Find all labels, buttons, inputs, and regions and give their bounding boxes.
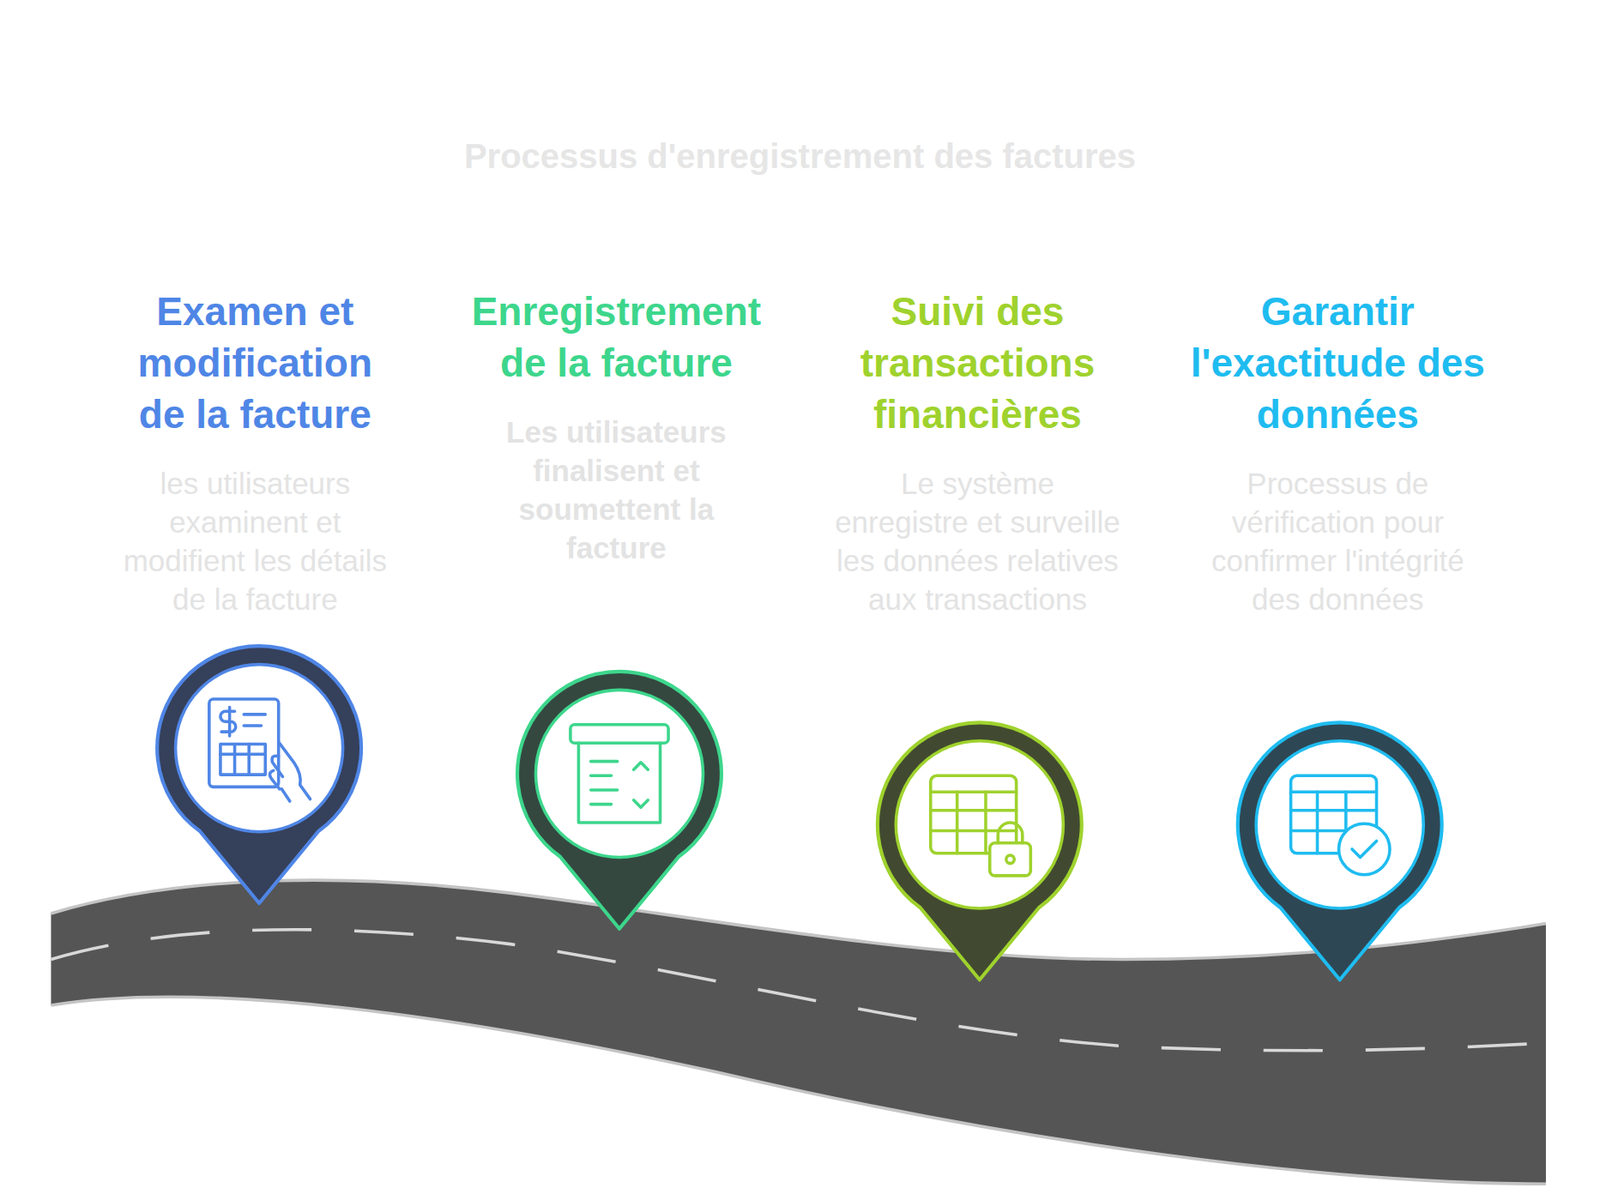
pin-body [877, 722, 1082, 980]
pin-body [156, 646, 362, 904]
map-pin [877, 722, 1082, 980]
pin-face [175, 664, 344, 833]
receipt-icon [209, 699, 311, 802]
step-heading: Examen et modification de la facture [126, 285, 384, 441]
pin-body [517, 671, 722, 930]
doc-icon [570, 724, 669, 823]
pin-face [895, 741, 1063, 909]
lock-icon [930, 775, 1032, 876]
step-heading: Enregistrement de la facture [461, 285, 771, 389]
map-pin [1237, 722, 1443, 980]
process-step: Examen et modification de la facture les … [87, 285, 423, 619]
pin-face [1255, 741, 1424, 909]
check-icon [1291, 775, 1390, 875]
map-pin [517, 671, 722, 930]
step-description: les utilisateurs examinent et modifient … [113, 464, 397, 619]
step-description: Les utilisateurs finalisent et soumetten… [500, 412, 732, 568]
diagram-title: Processus d'enregistrement des factures [0, 133, 1600, 179]
process-step: Suivi des transactions financières Le sys… [809, 285, 1145, 619]
step-description: Le système enregistre et surveille les d… [832, 464, 1123, 619]
step-heading: Suivi des transactions financières [839, 285, 1115, 441]
pin-face [535, 689, 703, 858]
process-step: Garantir l'exactitude des donnéesProcess… [1170, 285, 1505, 619]
map-pin [156, 646, 362, 904]
step-heading: Garantir l'exactitude des données [1178, 285, 1497, 441]
step-description: Processus de vérification pour confirmer… [1208, 464, 1467, 619]
pin-body [1237, 722, 1443, 980]
road-edge [50, 996, 1546, 1184]
process-step: Enregistrement de la factureLes utilisat… [448, 285, 784, 568]
